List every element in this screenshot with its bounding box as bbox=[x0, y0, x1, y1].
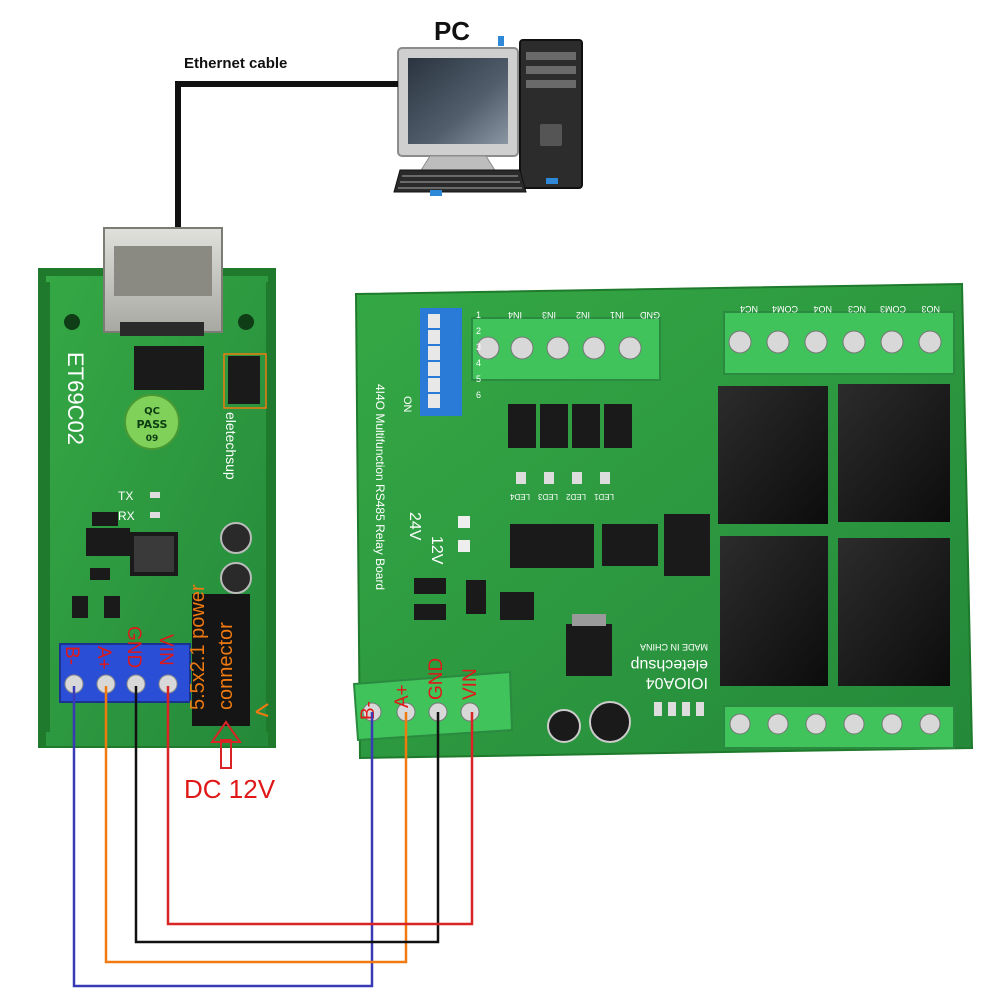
right-terminal-b: B- bbox=[358, 701, 379, 720]
dc-12v-label: DC 12V bbox=[184, 774, 276, 804]
board-24v-label: 24V bbox=[406, 512, 423, 541]
left-terminal-gnd: GND bbox=[123, 626, 144, 668]
board-title: 4I4O Multifunction RS485 Relay Board bbox=[373, 384, 387, 590]
top-input-label-3: IN2 bbox=[576, 310, 590, 320]
ethernet-cable bbox=[175, 81, 398, 232]
led-label-3: LED3 bbox=[537, 492, 558, 501]
left-terminal-b: B- bbox=[61, 646, 82, 665]
tx-label: TX bbox=[118, 489, 133, 503]
ethernet-rs485-module bbox=[38, 227, 276, 748]
top-output-label-1: NC4 bbox=[740, 304, 758, 314]
board-12v-label: 12V bbox=[428, 536, 445, 565]
wire-a-plus bbox=[104, 686, 408, 964]
dip-number-5: 5 bbox=[476, 374, 481, 384]
dc-input-arrow bbox=[210, 720, 242, 769]
left-module-brand: eletechsup bbox=[223, 412, 239, 480]
top-output-label-3: NO4 bbox=[813, 304, 832, 314]
pc-label: PC bbox=[434, 16, 470, 46]
top-input-label-5: GND bbox=[640, 310, 661, 320]
wire-b-minus bbox=[72, 686, 374, 988]
dip-number-2: 2 bbox=[476, 326, 481, 336]
wire-vin bbox=[166, 686, 474, 926]
qc-sticker-line1: QC bbox=[144, 406, 160, 417]
dip-number-6: 6 bbox=[476, 390, 481, 400]
dip-number-3: 3 bbox=[476, 342, 481, 352]
top-output-label-2: COM4 bbox=[772, 304, 798, 314]
left-terminal-a: A+ bbox=[93, 646, 114, 670]
board-model: IOIOA04 bbox=[646, 674, 708, 691]
left-module-model: ET69C02 bbox=[63, 352, 88, 445]
top-input-label-2: IN3 bbox=[542, 310, 556, 320]
dip-number-1: 1 bbox=[476, 310, 481, 320]
led-label-2: LED2 bbox=[565, 492, 586, 501]
relay-board bbox=[352, 282, 974, 760]
right-terminal-a: A+ bbox=[392, 684, 413, 708]
board-made-in: MADE IN CHINA bbox=[640, 642, 708, 652]
left-terminal-vin: VIN bbox=[155, 634, 176, 666]
right-terminal-vin: VIN bbox=[460, 668, 481, 700]
top-output-label-6: NO3 bbox=[921, 304, 940, 314]
ethernet-cable-label: Ethernet cable bbox=[184, 55, 287, 72]
right-terminal-gnd: GND bbox=[426, 658, 447, 700]
rx-label: RX bbox=[118, 509, 135, 523]
top-input-label-4: IN1 bbox=[610, 310, 624, 320]
dip-number-4: 4 bbox=[476, 358, 481, 368]
qc-sticker-line3: 09 bbox=[146, 434, 159, 444]
top-output-label-4: NC3 bbox=[848, 304, 866, 314]
power-connector-pointer bbox=[255, 703, 269, 717]
dip-on-label: ON bbox=[401, 396, 413, 413]
top-output-label-5: COM3 bbox=[880, 304, 906, 314]
qc-sticker-line2: PASS bbox=[137, 418, 168, 431]
wire-gnd bbox=[134, 686, 440, 944]
top-input-label-1: IN4 bbox=[508, 310, 522, 320]
pc-computer-icon bbox=[393, 36, 583, 196]
power-connector-note-line1: 5.5x2.1 power bbox=[187, 584, 209, 710]
power-connector-note-line2: connector bbox=[215, 622, 237, 710]
led-label-4: LED4 bbox=[509, 492, 530, 501]
board-brand: eletechsup bbox=[631, 656, 708, 673]
led-label-1: LED1 bbox=[593, 492, 614, 501]
